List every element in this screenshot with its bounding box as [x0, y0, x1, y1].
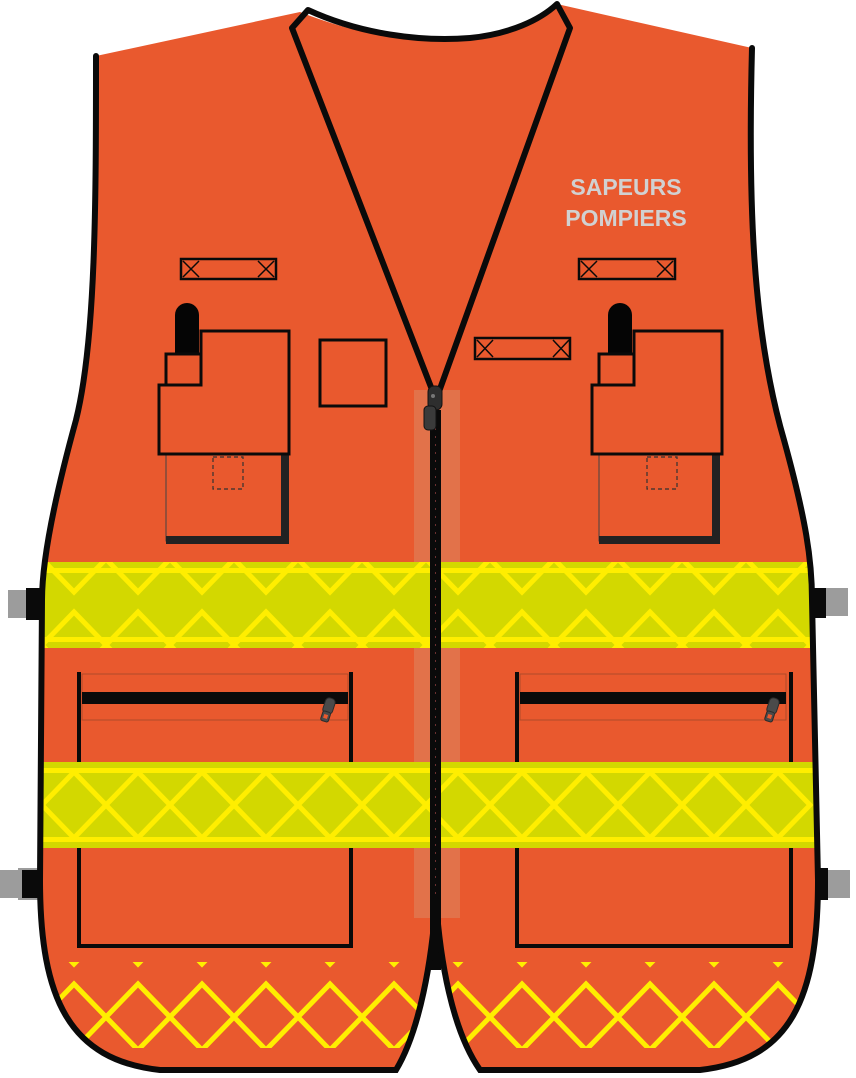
pen-icon [175, 303, 199, 358]
left-badge-tab [179, 257, 278, 281]
zipper-pull-icon [764, 697, 780, 723]
right-chest-pocket [590, 303, 724, 544]
label-line-1: SAPEURS [570, 174, 681, 200]
upper-reflective-strip [40, 562, 818, 648]
pen-icon [608, 303, 632, 358]
left-lower-buckle [0, 868, 38, 900]
vest-outline-left [36, 53, 439, 1073]
zipper-slider-icon [423, 385, 443, 431]
right-lower-buckle [814, 868, 850, 900]
vest-outline-right [433, 45, 822, 1073]
collar-outline [289, 1, 573, 403]
center-badge-tab [473, 336, 572, 361]
center-zipper [423, 385, 443, 970]
label-line-2: POMPIERS [565, 205, 686, 231]
lower-reflective-strip-overlay [40, 762, 818, 848]
left-chest-pocket [157, 303, 291, 544]
chest-patch [318, 338, 388, 408]
zipper-pull-icon [320, 697, 336, 723]
right-upper-buckle [812, 588, 848, 618]
chest-label: SAPEURS POMPIERS [565, 174, 686, 231]
right-badge-tab [577, 257, 677, 281]
left-upper-buckle [8, 588, 42, 620]
